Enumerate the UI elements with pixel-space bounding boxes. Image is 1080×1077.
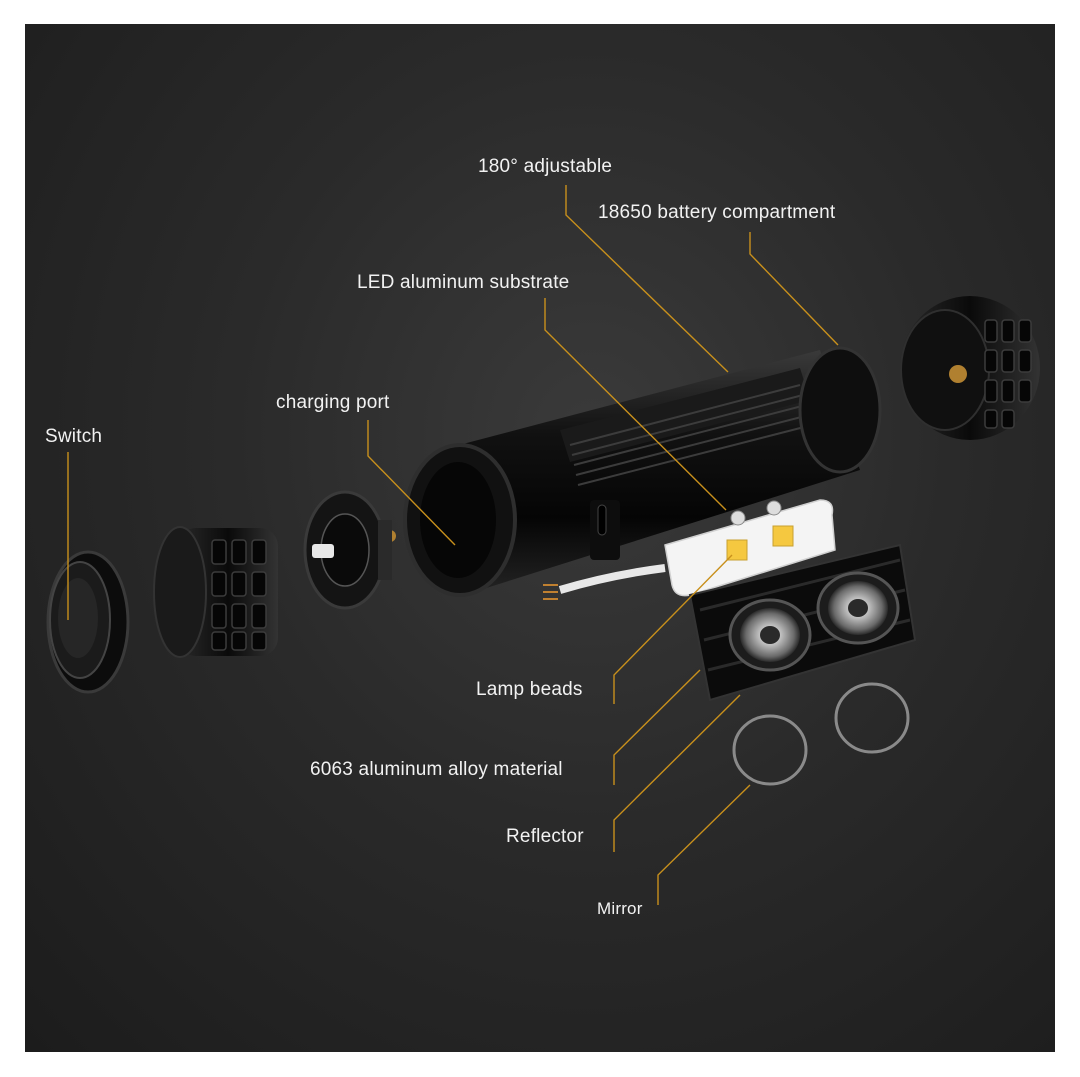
knurled-ring-left-part: [153, 526, 278, 658]
callout-adjustable: 180° adjustable: [478, 156, 613, 177]
leader-beads: [613, 554, 733, 704]
callout-substrate: LED aluminum substrate: [357, 272, 570, 293]
leader-alloy: [613, 669, 701, 785]
main-body-tube-part: [403, 346, 882, 597]
leader-adjustable: [565, 185, 729, 373]
leader-lines: [67, 185, 839, 905]
leader-charging: [367, 420, 456, 546]
leader-reflector: [613, 694, 741, 852]
battery-end-cap-part: [900, 296, 1040, 440]
reflector-block-part: [688, 543, 917, 702]
leader-mirror: [657, 784, 751, 905]
callout-mirror: Mirror: [597, 899, 643, 918]
charging-port-module-part: [303, 490, 396, 610]
callout-reflector: Reflector: [506, 826, 584, 847]
callout-alloy: 6063 aluminum alloy material: [310, 759, 563, 780]
callout-beads: Lamp beads: [476, 679, 583, 700]
leader-substrate: [544, 298, 727, 511]
led-substrate-board-part: [543, 499, 836, 600]
leader-battery: [749, 232, 839, 346]
switch-cap-part: [46, 550, 130, 694]
callout-switch: Switch: [45, 426, 103, 447]
callout-battery: 18650 battery compartment: [598, 202, 836, 223]
callout-charging: charging port: [276, 392, 390, 413]
mirror-rings-part: [732, 682, 910, 786]
